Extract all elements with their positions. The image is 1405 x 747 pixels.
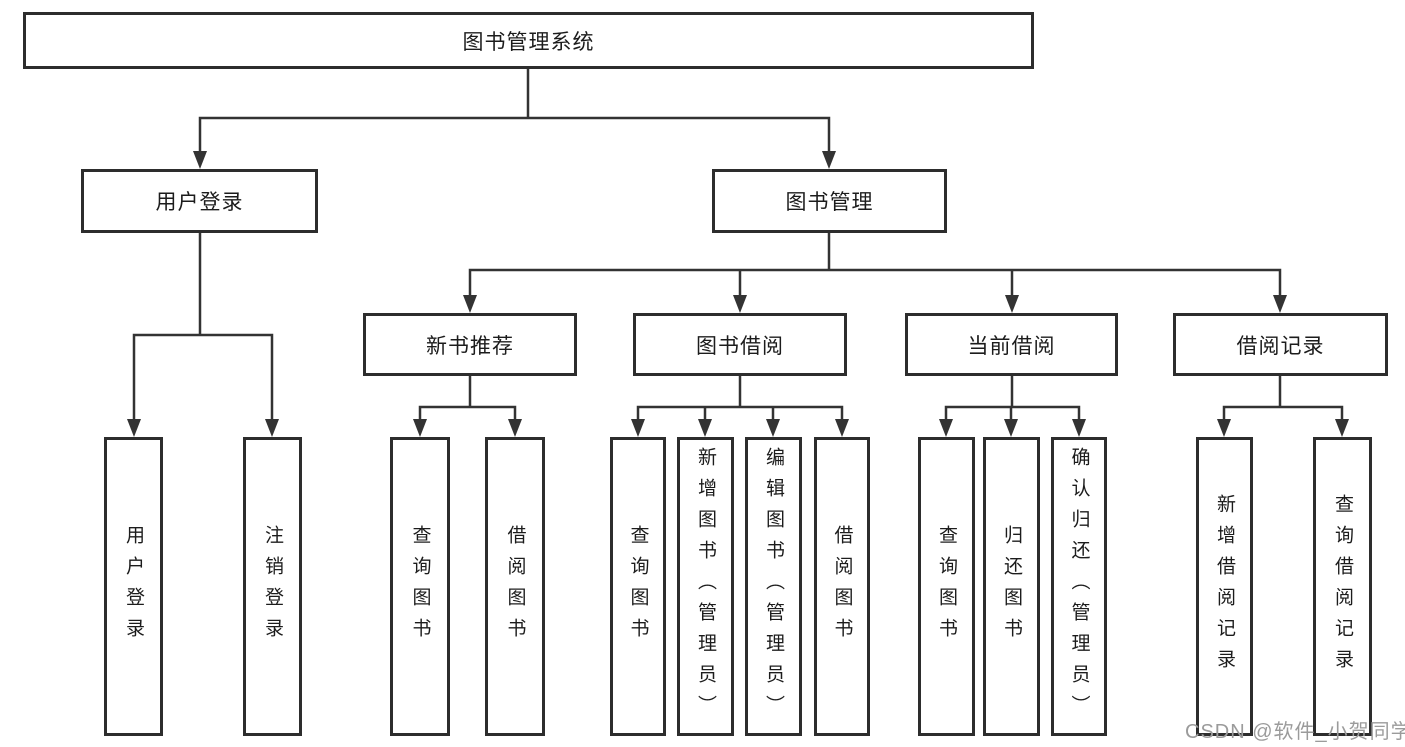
leaf-edit-book-admin-label: 编辑图书（管理员） (763, 447, 784, 726)
node-root-label: 图书管理系统 (462, 30, 595, 54)
leaf-query-books-recommend: 查询图书 (390, 437, 450, 736)
leaf-add-book-admin: 新增图书（管理员） (677, 437, 734, 736)
leaf-query-books-current-label: 查询图书 (936, 524, 957, 649)
leaf-query-books-borrow: 查询图书 (610, 437, 666, 736)
node-book-borrow-label: 图书借阅 (696, 334, 784, 358)
leaf-add-book-admin-label: 新增图书（管理员） (695, 447, 716, 726)
node-new-book-recommend: 新书推荐 (363, 313, 577, 376)
node-borrow-records-label: 借阅记录 (1236, 334, 1325, 358)
leaf-return-book-label: 归还图书 (1001, 524, 1022, 649)
leaf-borrow-books-2-label: 借阅图书 (831, 524, 853, 649)
leaf-edit-book-admin: 编辑图书（管理员） (745, 437, 802, 736)
leaf-logout: 注销登录 (243, 437, 302, 736)
leaf-query-books-borrow-label: 查询图书 (627, 524, 649, 649)
leaf-query-borrow-record: 查询借阅记录 (1313, 437, 1372, 736)
node-borrow-records: 借阅记录 (1173, 313, 1388, 376)
node-root: 图书管理系统 (23, 12, 1034, 69)
node-user-login-label: 用户登录 (155, 191, 244, 214)
leaf-query-books-current: 查询图书 (918, 437, 975, 736)
node-book-borrow: 图书借阅 (633, 313, 847, 376)
leaf-logout-label: 注销登录 (262, 524, 283, 649)
node-current-borrow-label: 当前借阅 (967, 334, 1056, 358)
leaf-confirm-return-admin-label: 确认归还（管理员） (1068, 447, 1090, 726)
leaf-user-login: 用户登录 (104, 437, 163, 736)
node-book-management: 图书管理 (712, 169, 947, 233)
leaf-borrow-books-recommend: 借阅图书 (485, 437, 545, 736)
leaf-query-borrow-record-label: 查询借阅记录 (1332, 493, 1353, 680)
leaf-query-books-recommend-label: 查询图书 (409, 524, 431, 649)
leaf-confirm-return-admin: 确认归还（管理员） (1051, 437, 1107, 736)
watermark: CSDN @软件_小贺同学 (1185, 721, 1405, 743)
node-current-borrow: 当前借阅 (905, 313, 1118, 376)
leaf-add-borrow-record: 新增借阅记录 (1196, 437, 1253, 736)
leaf-borrow-books-recommend-label: 借阅图书 (504, 524, 526, 649)
leaf-user-login-label: 用户登录 (123, 524, 144, 649)
node-user-login: 用户登录 (81, 169, 318, 233)
leaf-return-book: 归还图书 (983, 437, 1040, 736)
leaf-add-borrow-record-label: 新增借阅记录 (1214, 493, 1235, 680)
leaf-borrow-books-2: 借阅图书 (814, 437, 870, 736)
node-new-book-recommend-label: 新书推荐 (426, 334, 514, 358)
node-book-management-label: 图书管理 (785, 191, 874, 214)
